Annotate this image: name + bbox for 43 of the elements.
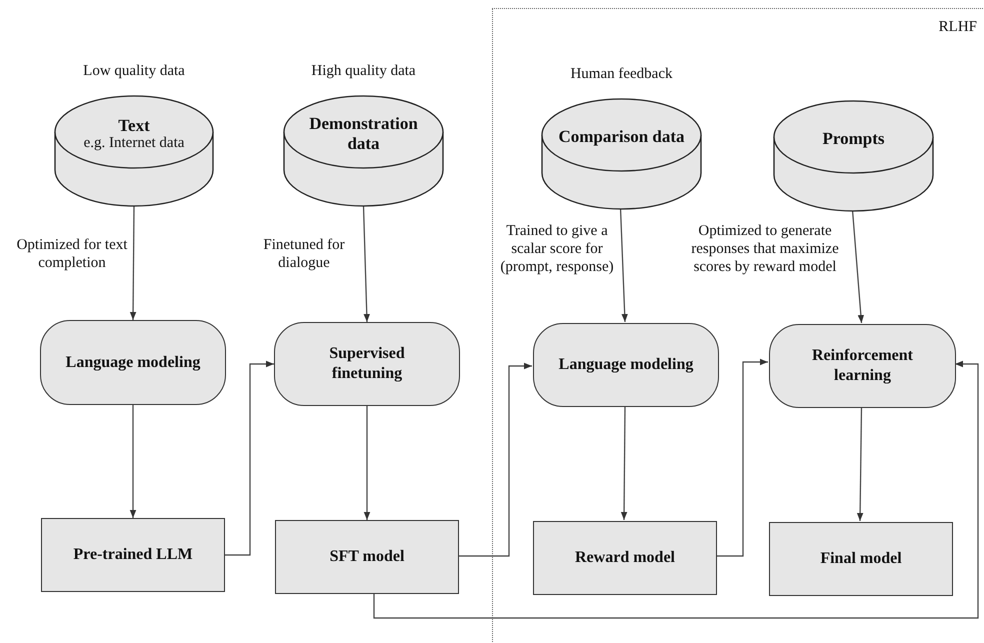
node-label: Final model [820,549,902,569]
edge-label: Optimized for text completion [16,236,128,272]
arrow [225,360,274,556]
model-box [769,522,953,596]
arrow [130,206,136,320]
node-title: Text [118,116,150,136]
node-label: Reward model [575,548,675,568]
node-title: Comparison data [558,127,685,147]
edge-label: Optimized to generate responses that maximize scores by reward model [690,222,840,276]
node-label: Pre-trained LLM [73,545,193,565]
region-label: RLHF [938,19,977,36]
arrow [852,210,864,324]
node-subtitle: e.g. Internet data [84,135,184,152]
model-box [41,518,225,592]
data-quality-caption: Low quality data [83,63,185,80]
node-title: Demonstration data [308,114,419,154]
node-label: Supervised finetuning [328,344,406,384]
edge-label: Trained to give a scalar score for (prompt, response) [499,222,615,276]
process-box [40,320,226,405]
edge-label: Finetuned for dialogue [262,236,346,272]
node-label: Reinforcement learning [811,346,914,386]
arrow [716,358,768,557]
model-box [533,521,717,595]
data-quality-caption: Human feedback [570,66,673,83]
process-box [274,322,460,406]
dotted-region [492,8,983,642]
node-label: Language modeling [66,352,200,372]
arrow [856,407,864,521]
arrow [364,406,370,520]
process-box [769,324,956,408]
arrow [459,362,532,557]
model-box [275,520,459,594]
process-box [533,323,719,407]
data-quality-caption: High quality data [311,63,416,80]
arrow [373,360,979,619]
arrow [620,406,628,520]
database-cylinder [774,101,933,211]
node-label: Language modeling [558,355,694,375]
node-label: SFT model [330,547,404,567]
node-title: Prompts [822,129,884,149]
arrow [620,208,628,322]
arrow [362,206,370,322]
arrow [130,405,136,518]
